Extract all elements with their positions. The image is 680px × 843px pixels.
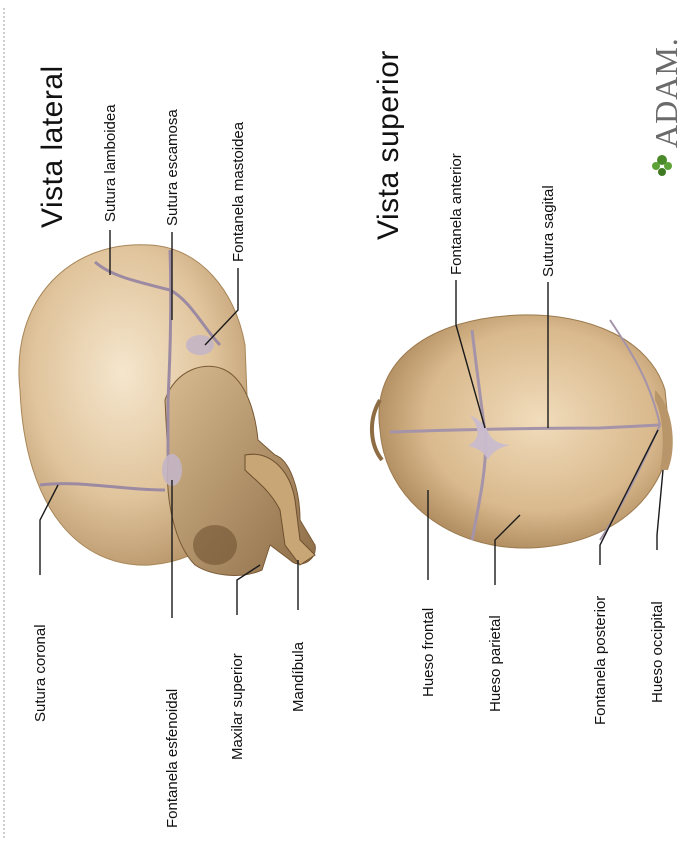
- label-fontanela-mastoidea: Fontanela mastoidea: [230, 122, 247, 262]
- label-sutura-sagital: Sutura sagital: [540, 185, 557, 277]
- label-fontanela-posterior: Fontanela posterior: [592, 596, 609, 725]
- title-superior: Vista superior: [372, 50, 406, 240]
- label-hueso-frontal: Hueso frontal: [420, 608, 437, 697]
- label-sutura-escamosa: Sutura escamosa: [164, 109, 181, 226]
- lateral-orbit: [193, 525, 237, 565]
- label-sutura-lamboidea: Sutura lamboidea: [102, 104, 119, 222]
- label-hueso-parietal: Hueso parietal: [487, 615, 504, 712]
- label-maxilar-superior: Maxilar superior: [229, 653, 246, 760]
- label-fontanela-esfenoidal: Fontanela esfenoidal: [164, 689, 181, 828]
- superior-skull: [372, 315, 673, 548]
- label-sutura-coronal: Sutura coronal: [32, 624, 49, 722]
- adam-logo-leaf-icon: [652, 155, 672, 176]
- leader-hueso-occipital: [657, 470, 663, 550]
- lateral-mastoid-fontanelle: [186, 335, 214, 355]
- label-hueso-occipital: Hueso occipital: [649, 601, 666, 703]
- label-fontanela-anterior: Fontanela anterior: [448, 153, 465, 275]
- adam-logo-text: ADAM.: [648, 37, 680, 148]
- title-lateral: Vista lateral: [36, 65, 70, 228]
- label-mandibula: Mandíbula: [290, 642, 307, 712]
- lateral-skull: [19, 245, 315, 576]
